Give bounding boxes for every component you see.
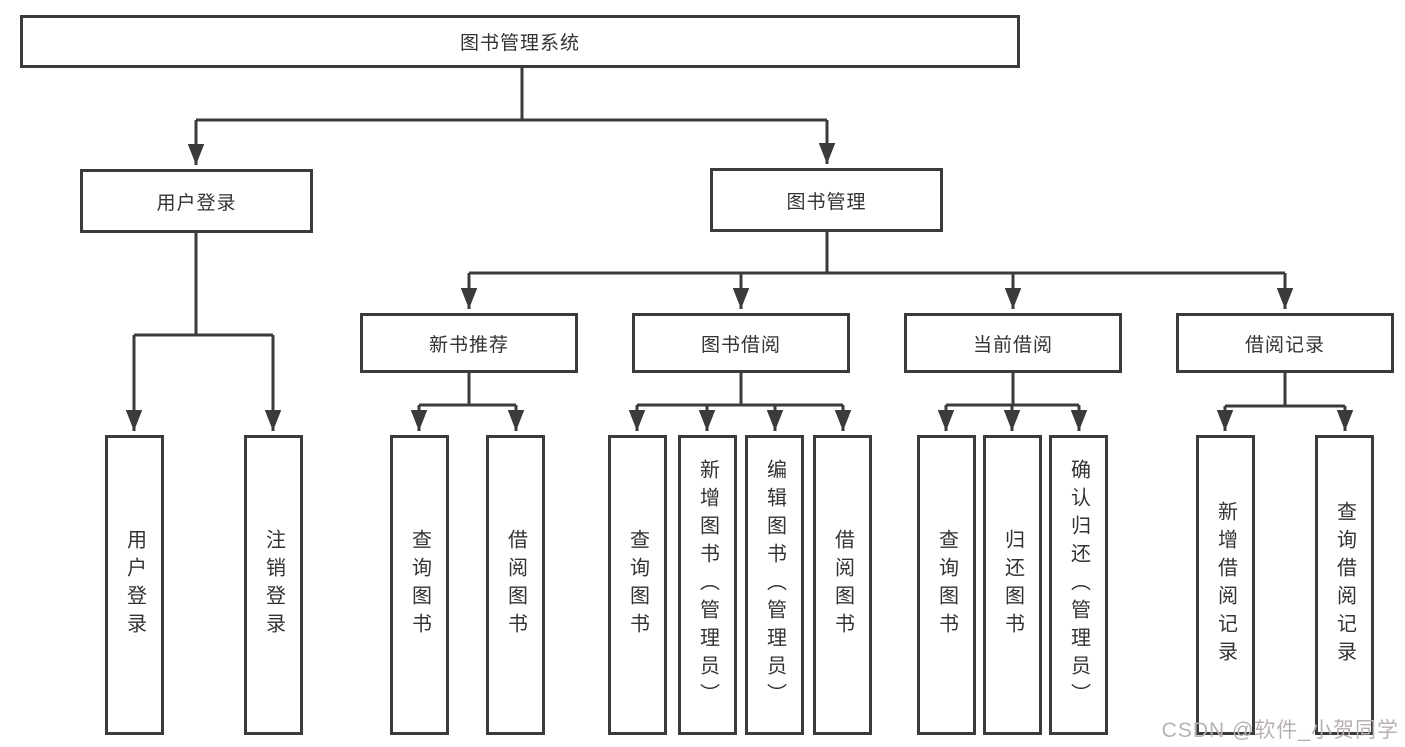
node-new-book-recommend: 新书推荐 <box>360 313 578 373</box>
leaf-query-books-borrow: 查询图书 <box>608 435 667 735</box>
node-book-management: 图书管理 <box>710 168 943 232</box>
leaf-add-borrow-record: 新增借阅记录 <box>1196 435 1255 735</box>
leaf-label: 借阅图书 <box>831 529 854 641</box>
leaf-label: 查询借阅记录 <box>1333 501 1356 669</box>
leaf-label: 查询图书 <box>408 529 431 641</box>
node-label: 用户登录 <box>156 192 237 214</box>
node-label: 当前借阅 <box>972 334 1053 356</box>
leaf-label: 新增图书（管理员） <box>696 459 719 711</box>
leaf-add-books-admin: 新增图书（管理员） <box>678 435 737 735</box>
leaf-label: 借阅图书 <box>504 529 527 641</box>
leaf-borrow-books-recommend: 借阅图书 <box>486 435 545 735</box>
leaf-label: 用户登录 <box>123 529 146 641</box>
leaf-return-books: 归还图书 <box>983 435 1042 735</box>
node-label: 图书管理 <box>786 191 867 213</box>
leaf-label: 编辑图书（管理员） <box>763 459 786 711</box>
node-library-management-system: 图书管理系统 <box>20 15 1020 68</box>
leaf-query-books-current: 查询图书 <box>917 435 976 735</box>
leaf-edit-books-admin: 编辑图书（管理员） <box>745 435 804 735</box>
leaf-query-borrow-record: 查询借阅记录 <box>1315 435 1374 735</box>
node-current-borrow: 当前借阅 <box>904 313 1122 373</box>
leaf-label: 查询图书 <box>935 529 958 641</box>
node-label: 新书推荐 <box>428 334 509 356</box>
leaf-label: 新增借阅记录 <box>1214 501 1237 669</box>
node-user-login: 用户登录 <box>80 169 313 233</box>
leaf-label: 确认归还（管理员） <box>1067 459 1090 711</box>
leaf-label: 归还图书 <box>1001 529 1024 641</box>
node-label: 借阅记录 <box>1244 334 1325 356</box>
leaf-label: 查询图书 <box>626 529 649 641</box>
leaf-label: 注销登录 <box>262 529 285 641</box>
leaf-user-login: 用户登录 <box>105 435 164 735</box>
node-label: 图书借阅 <box>700 334 781 356</box>
leaf-query-books-recommend: 查询图书 <box>390 435 449 735</box>
node-label: 图书管理系统 <box>459 33 580 54</box>
node-book-borrow: 图书借阅 <box>632 313 850 373</box>
node-borrow-records: 借阅记录 <box>1176 313 1394 373</box>
leaf-borrow-books: 借阅图书 <box>813 435 872 735</box>
leaf-confirm-return-admin: 确认归还（管理员） <box>1049 435 1108 735</box>
leaf-logout: 注销登录 <box>244 435 303 735</box>
